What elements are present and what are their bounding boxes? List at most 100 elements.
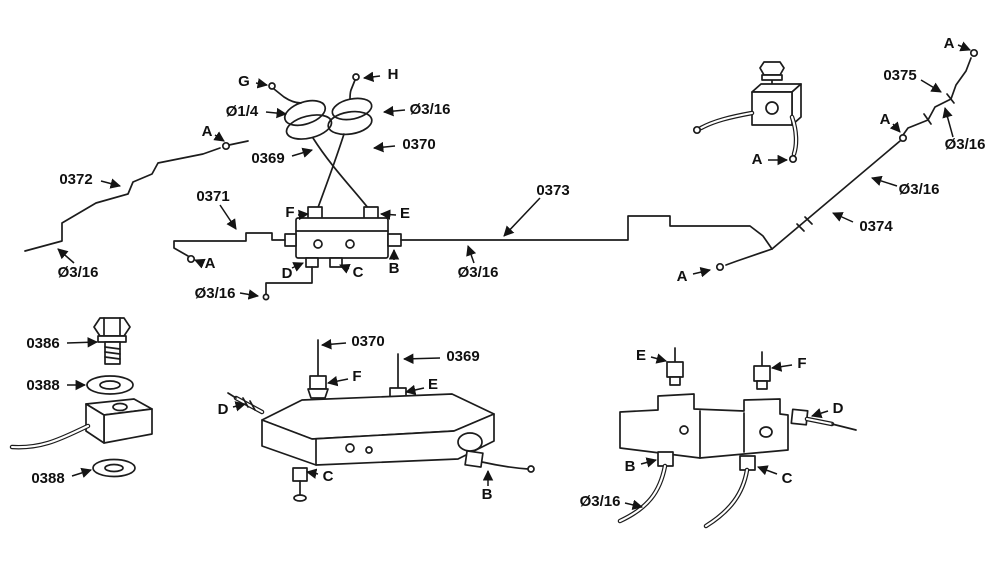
label-0370: 0370 — [402, 136, 435, 153]
leader-dia-3-16-top — [382, 105, 406, 117]
port-b — [387, 233, 402, 247]
label-a-0372: A — [202, 123, 213, 140]
labels: G H Ø1/4 Ø3/16 A 0369 0370 0372 0371 F E… — [26, 35, 985, 510]
label-0386: 0386 — [26, 335, 59, 352]
leader-h — [362, 71, 381, 83]
label-0388-b: 0388 — [31, 470, 64, 487]
leader-f-top — [297, 209, 310, 221]
leader-0375 — [920, 79, 942, 93]
leader-b-br — [640, 457, 658, 468]
label-c-mid: C — [323, 468, 334, 485]
label-c-br: C — [782, 470, 793, 487]
leader-f-br — [770, 361, 793, 372]
tube-nut-e-right — [666, 361, 684, 378]
label-dia-3-16-left: Ø3/16 — [58, 264, 99, 281]
label-e-top: E — [400, 205, 410, 222]
leader-e-top — [379, 209, 397, 220]
label-0373: 0373 — [536, 182, 569, 199]
fitting-c-middle — [292, 467, 308, 482]
leader-g — [255, 78, 269, 89]
label-h: H — [388, 66, 399, 83]
port-left — [284, 233, 297, 247]
label-d-mid: D — [218, 401, 229, 418]
label-0375: 0375 — [883, 67, 916, 84]
port-c — [329, 257, 343, 268]
label-0369-b: 0369 — [446, 348, 479, 365]
label-b-mid: B — [482, 486, 493, 503]
leader-lines — [57, 41, 971, 510]
brake-line-0375 — [902, 48, 979, 136]
label-b-top: B — [389, 260, 400, 277]
fitting-a-hose — [788, 154, 798, 164]
leader-c-br — [757, 465, 778, 476]
leader-dia-3-16-br — [624, 499, 644, 510]
port-d — [305, 257, 319, 268]
leader-d-br — [810, 408, 829, 419]
hose-assembly — [692, 61, 802, 164]
label-0374: 0374 — [859, 218, 893, 235]
leader-a-0375 — [889, 121, 901, 133]
hose-block-assembly — [9, 398, 153, 450]
leader-0373 — [503, 197, 541, 237]
label-dia-3-16-r1: Ø3/16 — [945, 136, 986, 153]
brake-line-0372 — [24, 140, 249, 252]
valve-body-right-outline — [619, 393, 789, 459]
label-c-top: C — [353, 264, 364, 281]
combination-valve-right — [617, 347, 857, 529]
leader-dia-3-16-r2 — [870, 175, 898, 187]
label-a-hose: A — [752, 151, 763, 168]
leader-f-mid — [326, 375, 349, 387]
leader-dia-3-16-d — [239, 289, 260, 300]
label-d-br: D — [833, 400, 844, 417]
bolt-0386 — [93, 317, 131, 365]
label-dia-3-16-d: Ø3/16 — [195, 285, 236, 302]
label-a-0371: A — [205, 255, 216, 272]
leader-0388-b — [71, 467, 93, 478]
label-f-br: F — [797, 355, 806, 372]
washer-0388-lower — [92, 458, 136, 478]
combination-valve-middle — [227, 339, 535, 502]
fitting-a-top-right — [969, 48, 979, 58]
tube-coil-0369 — [268, 82, 373, 214]
label-dia-1-4: Ø1/4 — [226, 103, 259, 120]
leader-0369-b — [402, 353, 441, 364]
leader-0369 — [291, 147, 314, 158]
label-d-top: D — [282, 265, 293, 282]
tube-nut-f-middle — [309, 375, 327, 390]
fitting-a-0371 — [186, 254, 196, 264]
label-a-0374: A — [677, 268, 688, 285]
fitting-a-0373 — [715, 262, 725, 272]
leader-c-mid — [305, 468, 319, 479]
leader-d-top — [291, 262, 304, 272]
label-g: G — [238, 73, 250, 90]
leader-e-mid — [404, 384, 425, 396]
label-a-0375: A — [880, 111, 891, 128]
leader-0370-b — [320, 338, 347, 350]
label-0369: 0369 — [251, 150, 284, 167]
leader-dia-1-4 — [265, 107, 288, 119]
label-f-mid: F — [352, 368, 361, 385]
label-dia-3-16-br: Ø3/16 — [580, 493, 621, 510]
label-0388-a: 0388 — [26, 377, 59, 394]
leader-0371 — [219, 204, 237, 230]
label-0370-b: 0370 — [351, 333, 384, 350]
brake-line-0373 — [400, 215, 773, 272]
leader-0374 — [832, 212, 854, 223]
leader-a-0374 — [692, 267, 712, 278]
leader-c-top — [339, 264, 351, 274]
fitting-a-0372 — [221, 141, 231, 151]
leader-e-br — [650, 353, 668, 364]
leader-0372 — [100, 178, 122, 189]
label-dia-3-16-mid: Ø3/16 — [458, 264, 499, 281]
leader-dia-3-16-r1 — [942, 106, 954, 138]
leader-dia-3-16-left — [57, 248, 75, 264]
leader-d-mid — [232, 401, 247, 412]
tube-coil-0370 — [315, 73, 373, 214]
fitting-b-middle — [464, 450, 484, 468]
label-e-br: E — [636, 347, 646, 364]
label-0371: 0371 — [196, 188, 229, 205]
leader-dia-3-16-mid — [466, 245, 477, 264]
hose-bracket — [751, 91, 793, 126]
